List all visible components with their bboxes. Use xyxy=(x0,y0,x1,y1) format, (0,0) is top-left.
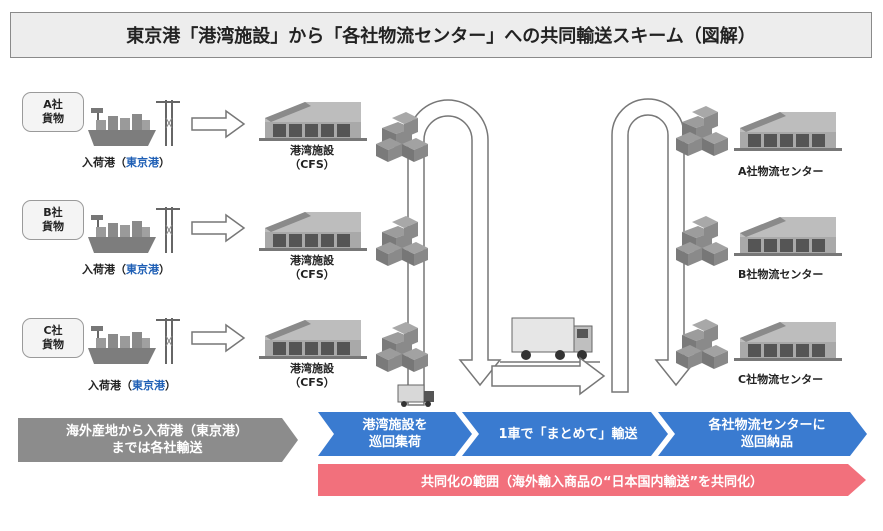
port-facility-icon xyxy=(259,102,367,141)
scope-label: 共同化の範囲（海外輸入商品の“日本国内輸送”を共同化） xyxy=(420,474,764,490)
logistics-center-icon xyxy=(734,217,842,256)
facility-label: 港湾施設（CFS） xyxy=(289,254,335,281)
port-label: 入荷港（東京港） xyxy=(82,156,170,169)
facility-label: 港湾施設（CFS） xyxy=(289,144,335,171)
ship-icon xyxy=(87,99,181,147)
step-2-text: 港湾施設を巡回集荷 xyxy=(362,418,428,450)
company-name: B社 xyxy=(43,206,63,219)
transport-arrow-icon xyxy=(491,356,606,396)
collection-loop-arrow-icon xyxy=(407,99,502,406)
ship-icon xyxy=(87,206,181,254)
step-3-text: 1車で「まとめて」輸送 xyxy=(498,426,638,442)
cargo-label: 貨物 xyxy=(42,338,64,351)
center-label: B社物流センター xyxy=(738,268,824,281)
step-chevron-blue xyxy=(318,412,472,456)
company-cargo-badge: B社 貨物 xyxy=(22,200,84,240)
center-label: C社物流センター xyxy=(738,373,824,386)
logistics-center-icon xyxy=(734,322,842,361)
flow-arrow-icon xyxy=(191,214,245,242)
flow-arrow-icon xyxy=(191,324,245,352)
port-label: 入荷港（東京港） xyxy=(82,263,170,276)
step-chevron-blue xyxy=(658,412,867,456)
delivery-truck-icon xyxy=(500,317,600,363)
port-facility-icon xyxy=(259,320,367,359)
diagram-title: 東京港「港湾施設」から「各社物流センター」への共同輸送スキーム（図解） xyxy=(10,12,872,58)
cargo-boxes-icon xyxy=(676,106,728,156)
flow-arrow-icon xyxy=(191,110,245,138)
center-label: A社物流センター xyxy=(738,165,824,178)
facility-label: 港湾施設（CFS） xyxy=(289,362,335,389)
company-name: A社 xyxy=(43,98,63,111)
company-cargo-badge: A社 貨物 xyxy=(22,92,84,132)
scope-bar xyxy=(318,464,866,496)
step-chevron-blue xyxy=(462,412,668,456)
ship-icon xyxy=(87,317,181,365)
cargo-label: 貨物 xyxy=(42,112,64,125)
step-1-text: 海外産地から入荷港（東京港）までは各社輸送 xyxy=(65,424,248,456)
company-name: C社 xyxy=(43,324,63,337)
step-4-text: 各社物流センターに巡回納品 xyxy=(708,418,826,450)
pickup-truck-icon xyxy=(397,384,434,407)
cargo-label: 貨物 xyxy=(42,220,64,233)
port-label: 入荷港（東京港） xyxy=(88,379,176,392)
logistics-center-icon xyxy=(734,112,842,151)
company-cargo-badge: C社 貨物 xyxy=(22,318,84,358)
port-facility-icon xyxy=(259,212,367,251)
step-chevron-gray xyxy=(18,418,298,462)
